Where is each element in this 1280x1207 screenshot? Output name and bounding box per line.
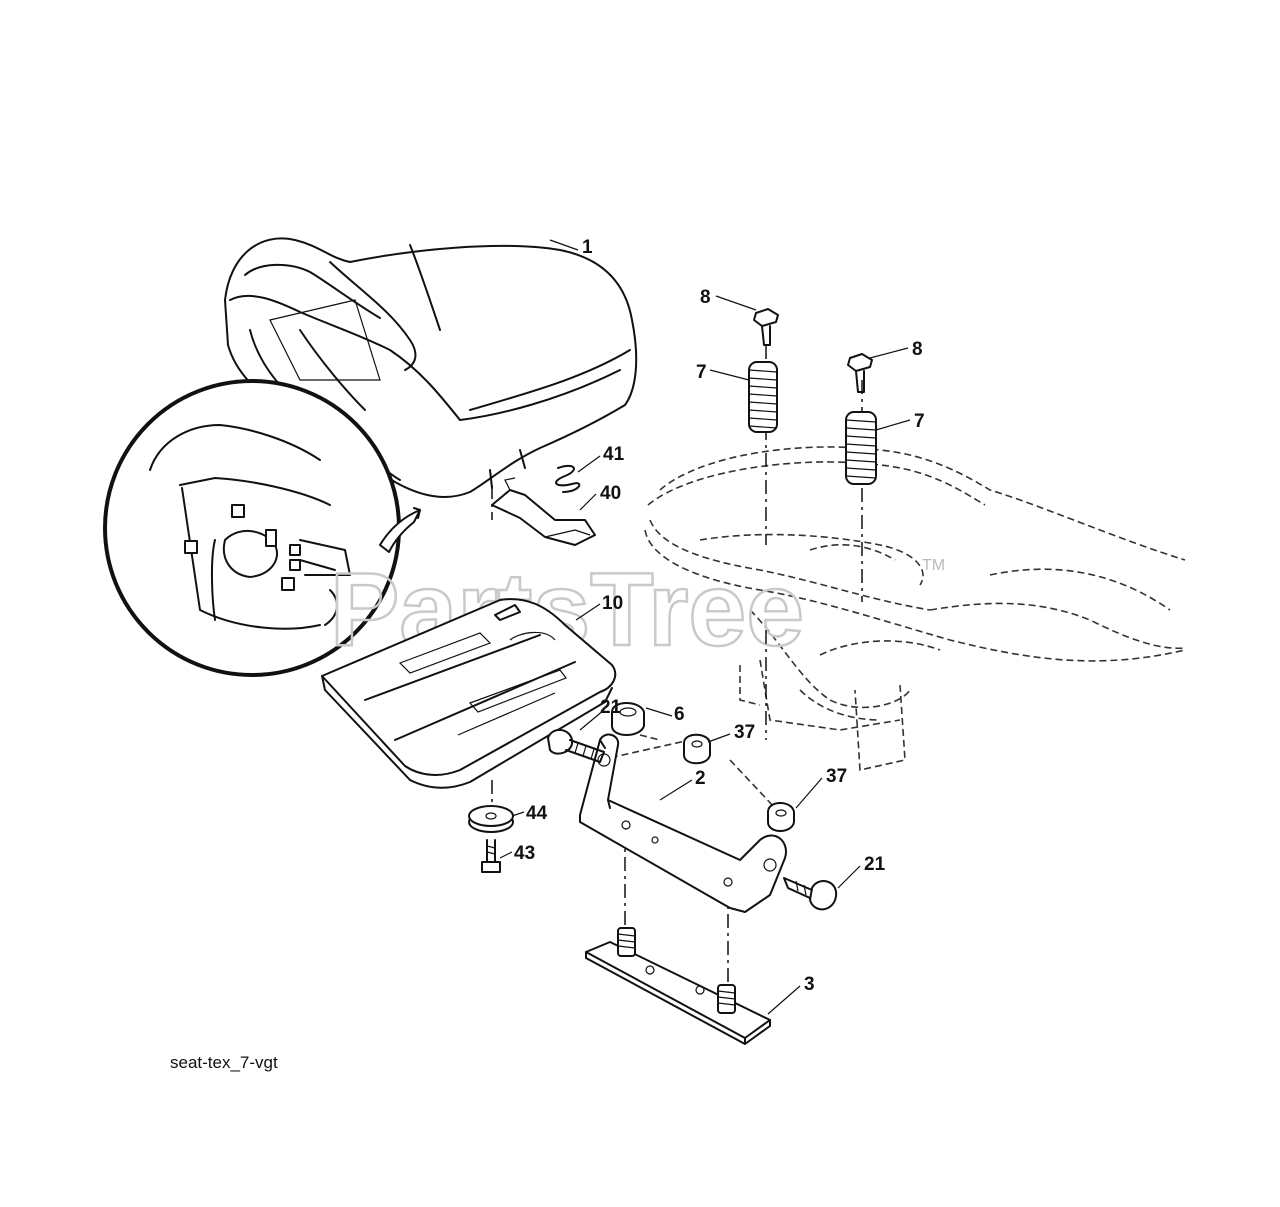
callout-label-21: 21 [600, 697, 622, 718]
spring-part-7-right [845, 411, 877, 485]
detail-inset [103, 379, 421, 677]
svg-text:TM: TM [922, 557, 945, 574]
callout-label-1: 1 [582, 237, 593, 258]
callout-label-37: 37 [826, 766, 847, 787]
callout-label-41: 41 [603, 444, 625, 465]
callout-labels: 1 8 8 7 7 41 40 10 21 6 37 37 2 44 43 21… [514, 237, 925, 995]
bolt-part-43 [481, 839, 501, 873]
diagram-caption: seat-tex_7-vgt [170, 1053, 278, 1072]
seat-pan-part-10 [321, 598, 617, 789]
nut-part-37-lower [767, 802, 795, 832]
callout-label-43: 43 [514, 843, 535, 864]
callout-leaders [499, 239, 911, 1015]
mower-frame-outline [644, 446, 1186, 771]
callout-label-2: 2 [695, 768, 706, 789]
callout-label-8: 8 [700, 287, 711, 308]
bolt-part-21-right [783, 877, 838, 911]
spring-part-7-left [748, 361, 778, 433]
seat-bracket-part-2 [579, 733, 787, 913]
spring-part-41 [555, 464, 581, 493]
callout-label-6: 6 [674, 704, 685, 725]
nut-part-6 [611, 702, 645, 736]
callout-label-40: 40 [600, 483, 621, 504]
callout-label-21: 21 [864, 854, 886, 875]
callout-label-8: 8 [912, 339, 923, 360]
mounting-plate-part-3 [585, 927, 771, 1045]
washer-part-44 [468, 805, 514, 833]
bolt-part-8-right [847, 353, 873, 393]
bolt-part-21-left [547, 729, 605, 763]
callout-label-3: 3 [804, 974, 815, 995]
callout-label-10: 10 [602, 593, 623, 614]
callout-label-7: 7 [914, 411, 925, 432]
bolt-part-8-left [753, 308, 779, 346]
callout-label-44: 44 [526, 803, 548, 824]
seat-switch-bracket-40 [491, 477, 596, 546]
nut-part-37-upper [683, 733, 711, 765]
callout-label-37: 37 [734, 722, 755, 743]
callout-label-7: 7 [696, 362, 707, 383]
